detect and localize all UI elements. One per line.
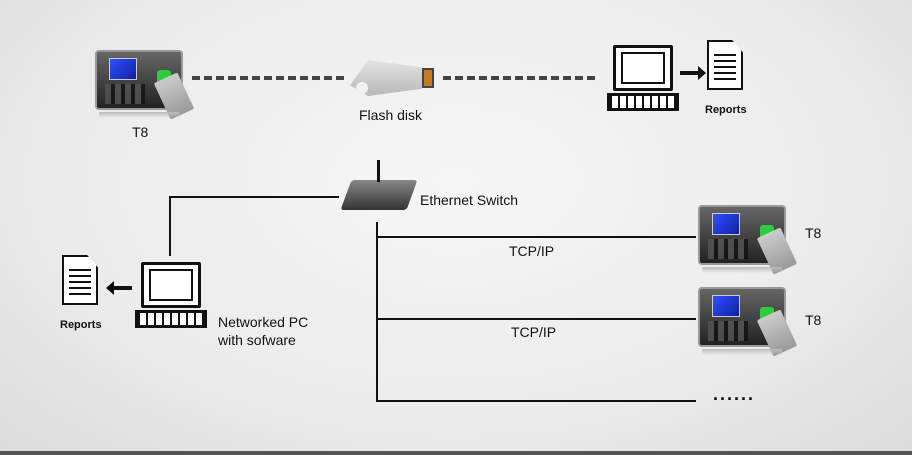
switch-antenna — [377, 160, 380, 182]
switch-label: Ethernet Switch — [420, 192, 519, 208]
flash-disk-label: Flash disk — [359, 107, 423, 123]
arrow-right-icon — [680, 66, 706, 80]
ethernet-switch-icon — [340, 180, 418, 210]
dashed-link-right — [443, 76, 595, 80]
networked-pc-icon — [135, 262, 207, 330]
t8-device-2 — [698, 287, 798, 357]
dashed-link-left — [192, 76, 344, 80]
t8-label-1: T8 — [805, 225, 822, 241]
tcp-link-2 — [376, 318, 696, 320]
pc-link-h — [169, 196, 339, 198]
tcp-label-1: TCP/IP — [509, 243, 555, 259]
tcp-link-3 — [376, 400, 696, 402]
reports-label-bottom: Reports — [60, 319, 102, 331]
pc-label-1: Networked PC — [218, 314, 309, 330]
t8-device-1 — [698, 205, 798, 275]
report-icon-bottom — [62, 255, 98, 305]
t8-device-top — [95, 50, 195, 120]
flash-disk-icon — [350, 60, 436, 98]
t8-label-2: T8 — [805, 312, 822, 328]
pc-label-2: with sofware — [218, 332, 296, 348]
reports-label-top: Reports — [705, 104, 747, 116]
t8-label-top: T8 — [132, 124, 149, 140]
laptop-icon-top — [607, 45, 679, 113]
tcp-link-1 — [376, 236, 696, 238]
arrow-left-icon — [106, 281, 132, 295]
tcp-label-2: TCP/IP — [511, 324, 557, 340]
pc-link-v — [169, 196, 171, 256]
bus-line — [376, 222, 378, 402]
more-devices-ellipsis: ...... — [713, 384, 756, 404]
report-icon-top — [707, 40, 743, 90]
